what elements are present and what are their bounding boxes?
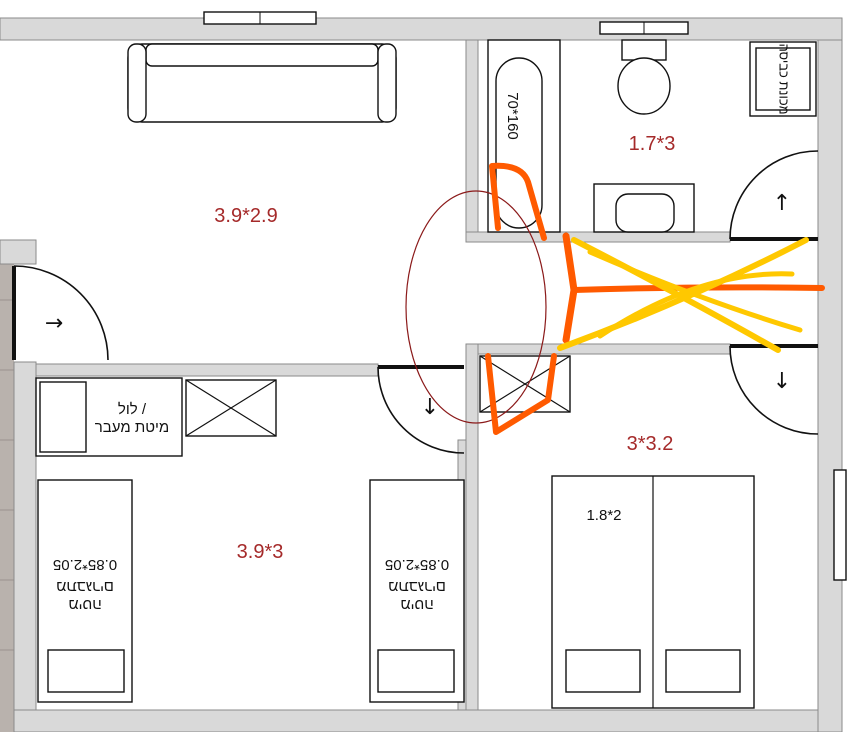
annotations	[405, 162, 825, 435]
crib: לול / מיטת מעבר	[35, 377, 183, 457]
bed-right: מיטה מתבגרים 0.85*2.05	[369, 479, 465, 703]
left-wall-stub	[0, 239, 37, 265]
annotation-ellipse	[405, 190, 547, 424]
arrow-up: ↑	[773, 191, 791, 216]
double-bed: 1.8*2	[551, 475, 755, 709]
double-bed-size: 1.8*2	[586, 507, 621, 524]
bed-right-size: 0.85*2.05	[385, 556, 449, 573]
sink	[593, 183, 695, 233]
door-kids: ↓	[377, 365, 465, 454]
windows	[203, 11, 847, 581]
master-dimension: 3*3.2	[627, 433, 674, 455]
arrow-down-kids: ↓	[421, 395, 439, 420]
bed-left: מיטה מתבגרים 0.85*2.05	[37, 479, 133, 703]
annotation-yellow-4	[597, 271, 795, 339]
arrow-right: →	[45, 311, 63, 336]
kids-top-wall	[35, 363, 379, 377]
living-dimension: 3.9*2.9	[214, 205, 277, 227]
bed-right-label-line1: מיטה	[400, 596, 434, 613]
bathtub: 70*160	[487, 39, 561, 233]
annotation-orange-lower	[485, 353, 557, 435]
crib-label-line1: לול /	[118, 401, 147, 418]
bed-right-label-line2: מתבגרים	[388, 578, 446, 595]
window-master	[833, 469, 847, 581]
right-wall	[817, 39, 843, 732]
bathtub-label: 70*160	[504, 92, 521, 140]
arrow-down-master: ↓	[773, 369, 791, 394]
bathroom-dimension: 1.7*3	[629, 133, 676, 155]
washer-label: מכונת כביסה	[777, 43, 792, 114]
top-wall	[0, 17, 843, 41]
master-left-wall	[465, 343, 479, 711]
master-top-wall	[465, 343, 731, 355]
bottom-wall	[13, 709, 819, 732]
washing-machine: מכונת כביסה	[749, 41, 817, 117]
door-bathroom: ↑	[729, 150, 819, 241]
crib-label-line2: מיטת מעבר	[95, 419, 169, 436]
bed-left-size: 0.85*2.05	[53, 556, 117, 573]
bed-left-label-line1: מיטה	[68, 596, 102, 613]
exterior-strip	[0, 240, 14, 732]
annotation-yellow-3	[587, 249, 803, 333]
bathroom-left-wall	[465, 39, 479, 243]
door-master: ↓	[729, 344, 819, 435]
wardrobe-kids	[185, 379, 277, 437]
door-entrance: →	[12, 265, 109, 361]
bed-left-label-line2: מתבגרים	[56, 578, 114, 595]
left-wall-lower	[13, 361, 37, 711]
kids-dimension: 3.9*3	[237, 541, 284, 563]
walls	[0, 17, 843, 732]
toilet	[617, 39, 671, 115]
annotation-orange-upper	[489, 162, 547, 241]
bathroom-bottom-wall	[465, 231, 731, 243]
sofa	[127, 43, 397, 123]
annotation-yellow-2	[557, 237, 809, 351]
